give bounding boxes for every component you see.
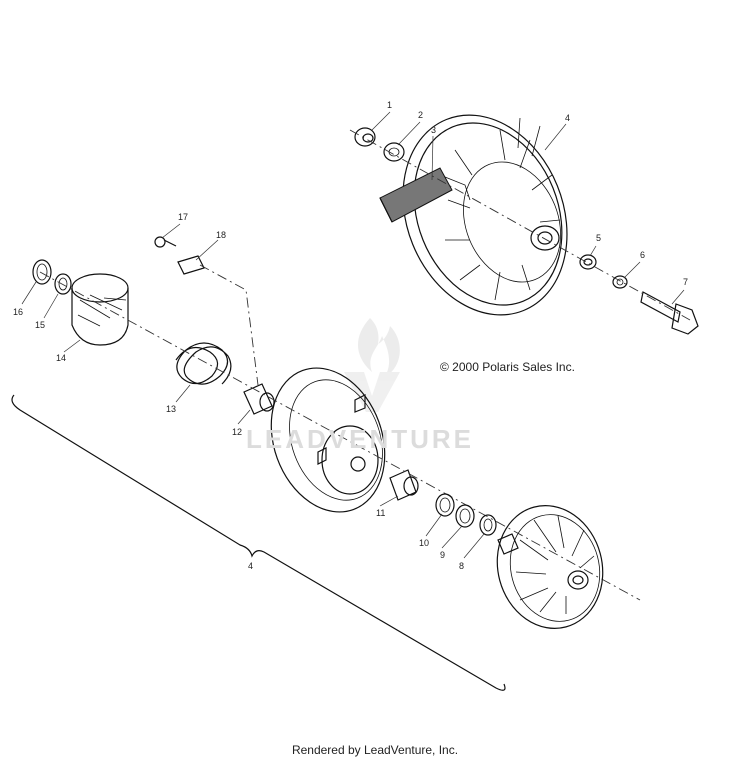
callout-17: 17 — [178, 212, 189, 222]
callout-14: 14 — [56, 353, 67, 363]
upper-bearing-washer — [354, 127, 405, 162]
callout-13: 13 — [166, 404, 177, 414]
coil-spring — [175, 342, 232, 385]
leader-lines — [21, 111, 685, 559]
callout-15: 15 — [35, 320, 46, 330]
callout-18: 18 — [216, 230, 227, 240]
callout-8: 8 — [459, 561, 465, 571]
callout-16: 16 — [13, 307, 24, 317]
callout-9: 9 — [440, 550, 446, 560]
callout-5: 5 — [596, 233, 602, 243]
callout-2: 2 — [418, 110, 424, 120]
callout-4-assembly: 4 — [248, 561, 254, 571]
drive-belt — [379, 167, 453, 223]
watermark-text: LEADVENTURE — [246, 424, 475, 454]
callout-11: 11 — [376, 508, 386, 518]
snap-ring-washer — [32, 259, 72, 295]
callout-1: 1 — [387, 100, 393, 110]
assembly-brace — [11, 394, 506, 691]
washers-and-bolt — [579, 254, 699, 335]
copyright-notice: © 2000 Polaris Sales Inc. — [440, 360, 575, 374]
footer-credit: Rendered by LeadVenture, Inc. — [291, 743, 459, 757]
fixed-sheave — [496, 505, 604, 629]
cam-spider — [71, 273, 129, 346]
callout-3: 3 — [431, 125, 437, 135]
callout-6: 6 — [640, 250, 646, 260]
callout-4-upper: 4 — [565, 113, 571, 123]
watermark-flame-icon — [344, 318, 400, 412]
callout-12: 12 — [232, 427, 243, 437]
driven-sheave-upper — [402, 114, 568, 316]
callout-7: 7 — [683, 277, 689, 287]
screw-and-roller — [154, 236, 205, 275]
lower-washers — [435, 493, 497, 536]
moveable-sheave — [270, 367, 386, 513]
bushings — [243, 383, 419, 501]
callout-10: 10 — [419, 538, 430, 548]
